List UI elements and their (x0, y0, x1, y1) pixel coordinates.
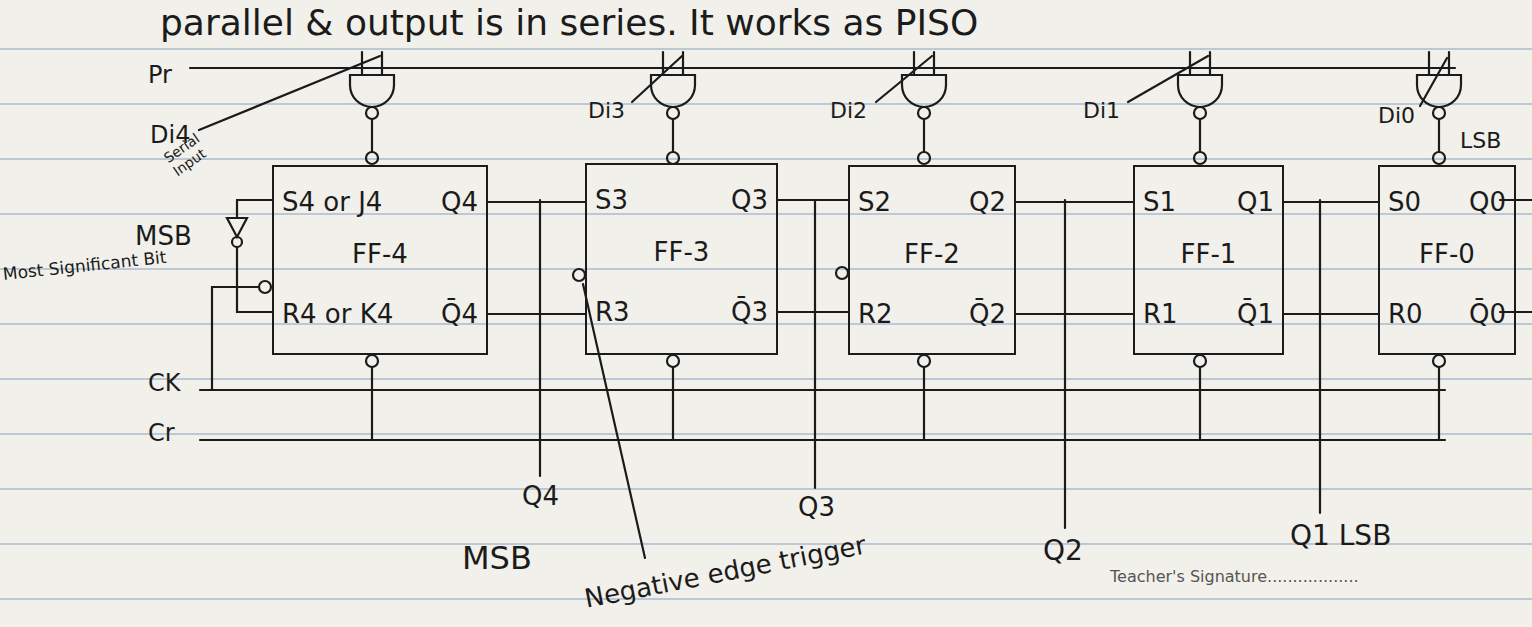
leader-line (876, 56, 932, 102)
reset-input-label: R3 (595, 297, 630, 327)
reset-input-label: R1 (1143, 299, 1178, 329)
flip-flop-box: S1 Q1FF-1R1 Q̄1 (1133, 165, 1284, 355)
leader-line (1420, 58, 1447, 106)
clear-wire (200, 439, 1445, 441)
shift-wire (488, 201, 585, 203)
signal-name: Cr (148, 420, 175, 448)
signal-name: Di2 (830, 98, 867, 123)
leader-line (583, 284, 645, 558)
signal-name: Di1 (1083, 98, 1120, 123)
flip-flop-box: S3 Q3FF-3R3 Q̄3 (585, 163, 778, 355)
q-output-label: Q3 (731, 185, 768, 215)
output-tap (1319, 200, 1321, 513)
printed-text: Teacher's Signature.................. (1110, 568, 1359, 586)
output-tap (1064, 200, 1066, 528)
shift-wire (488, 313, 585, 315)
q-output-label: Q0 (1469, 187, 1506, 217)
shift-wire (1016, 313, 1133, 315)
signal-name: Di3 (588, 98, 625, 123)
serial-input-wire (237, 199, 272, 201)
shift-wire (1284, 201, 1378, 203)
nand-gate (350, 52, 394, 164)
set-input-label: S0 (1388, 187, 1421, 217)
note-text: MSB (462, 540, 532, 577)
signal-name: CK (148, 370, 181, 398)
q-output-label: Q2 (969, 187, 1006, 217)
clock-wire (200, 389, 1445, 391)
edge-bubble (573, 269, 585, 281)
signal-name: Di0 (1378, 103, 1415, 128)
note-text: parallel & output is in series. It works… (160, 2, 978, 43)
shift-wire (778, 311, 848, 313)
output-tap (814, 200, 816, 488)
set-input-label: S4 or J4 (282, 187, 382, 217)
flip-flop-box: S2 Q2FF-2R2 Q̄2 (848, 165, 1016, 355)
q-bar-output-label: Q̄3 (731, 297, 768, 327)
nand-gate (651, 52, 695, 164)
reset-input-label: R2 (858, 299, 893, 329)
flip-flop-box: S0 Q0FF-0R0 Q̄0 (1378, 165, 1516, 355)
set-input-label: S3 (595, 185, 628, 215)
preset-wire (190, 67, 1455, 69)
shift-wire (778, 199, 848, 201)
flip-flop-name: FF-4 (274, 239, 486, 269)
leader-line (199, 56, 380, 130)
q-output-label: Q4 (441, 187, 478, 217)
shift-wire (1016, 201, 1133, 203)
signal-name: Q3 (798, 493, 835, 523)
signal-name: Q4 (522, 482, 559, 512)
q-output-label: Q1 (1237, 187, 1274, 217)
inverter-symbol (227, 218, 247, 237)
leader-line (1128, 56, 1208, 102)
q-bar-output-label: Q̄1 (1237, 299, 1274, 329)
note-text: LSB (1460, 128, 1501, 153)
flip-flop-name: FF-0 (1380, 239, 1514, 269)
leader-line (632, 56, 682, 102)
flip-flop-box: S4 or J4 Q4FF-4 R4 or K4 Q̄4 (272, 165, 488, 355)
reset-input-label: R4 or K4 (282, 299, 393, 329)
flip-flop-name: FF-1 (1135, 239, 1282, 269)
signal-name: Pr (148, 62, 172, 90)
clock-wire (212, 287, 259, 390)
q-bar-output-label: Q̄2 (969, 299, 1006, 329)
flip-flop-name: FF-2 (850, 239, 1014, 269)
note-text: Negative edge trigger (582, 531, 868, 615)
nand-gate (902, 52, 946, 164)
reset-input-label: R0 (1388, 299, 1423, 329)
signal-name: Q2 (1043, 535, 1083, 567)
output-tap (539, 200, 541, 476)
signal-name: Q1 LSB (1290, 520, 1391, 552)
nand-gate (1417, 52, 1461, 164)
q-bar-output-label: Q̄4 (441, 299, 478, 329)
q-bar-output-label: Q̄0 (1469, 299, 1506, 329)
shift-wire (1284, 313, 1378, 315)
edge-bubble (259, 281, 271, 293)
note-text: Most Significant Bit (2, 248, 167, 285)
set-input-label: S1 (1143, 187, 1176, 217)
set-input-label: S2 (858, 187, 891, 217)
flip-flop-name: FF-3 (587, 237, 776, 267)
edge-bubble (836, 267, 848, 279)
